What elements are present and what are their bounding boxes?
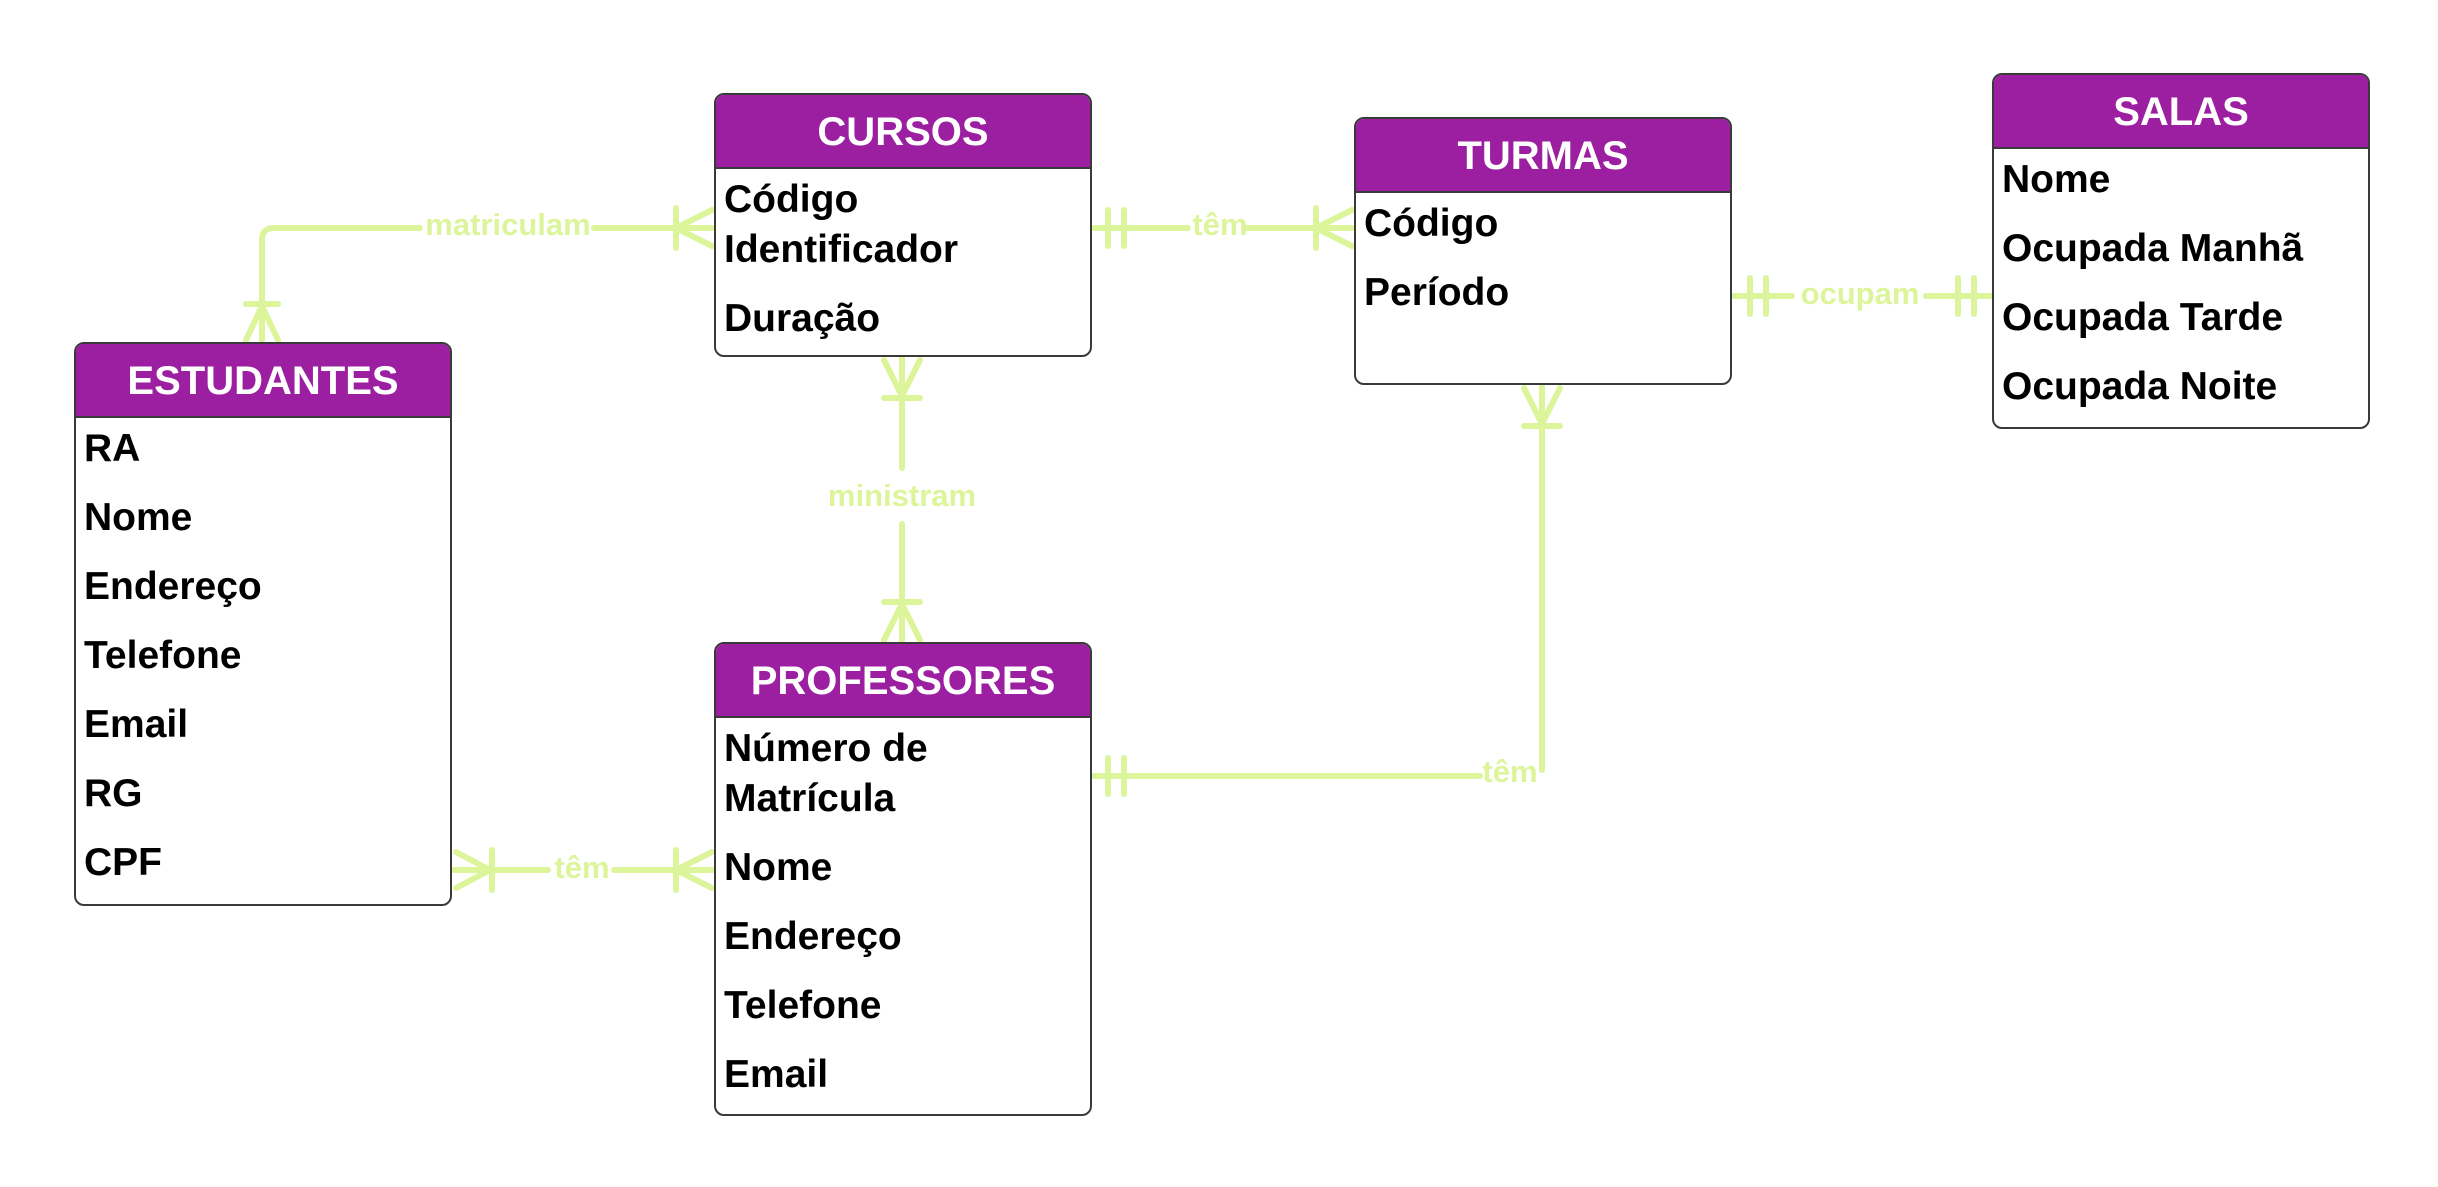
attribute-ocupada-manha: Ocupada Manhã: [2002, 227, 2304, 270]
entity-salas-title: SALAS: [1994, 75, 2368, 149]
attribute-telefone: Telefone: [724, 984, 882, 1027]
attribute-duracao: Duração: [724, 297, 881, 340]
relationship-label-cursos-turmas: têm: [1192, 207, 1247, 242]
attribute-ra: RA: [84, 427, 141, 470]
attribute-rg: RG: [84, 772, 143, 815]
attribute-nome: Nome: [2002, 158, 2111, 201]
connector-cursos-turmas: [1091, 205, 1355, 251]
entity-estudantes-title: ESTUDANTES: [76, 344, 450, 418]
connector-turmas-salas: [1731, 275, 1993, 317]
attribute-nome: Nome: [724, 846, 833, 889]
entity-turmas-title: TURMAS: [1356, 119, 1730, 193]
relationship-label-ocupam: ocupam: [1801, 276, 1920, 311]
attribute-codigo: Código: [1364, 202, 1499, 245]
attribute-endereco: Endereço: [84, 565, 262, 608]
entity-turmas[interactable]: TURMAS Código Período: [1354, 117, 1732, 385]
relationship-label-matriculam: matriculam: [425, 207, 590, 242]
entity-professores[interactable]: PROFESSORES Número de Matrícula Nome End…: [714, 642, 1092, 1116]
attribute-telefone: Telefone: [84, 634, 242, 677]
entity-cursos[interactable]: CURSOS Código Identificador Duração: [714, 93, 1092, 357]
connector-estudantes-cursos: [243, 205, 715, 343]
attribute-codigo-identificador: Código Identificador: [724, 178, 959, 271]
connector-professores-turmas: [1091, 383, 1563, 797]
attribute-ocupada-tarde: Ocupada Tarde: [2002, 296, 2284, 339]
attribute-ocupada-noite: Ocupada Noite: [2002, 365, 2278, 408]
entity-salas[interactable]: SALAS Nome Ocupada Manhã Ocupada Tarde O…: [1992, 73, 2370, 429]
entity-cursos-title: CURSOS: [716, 95, 1090, 169]
attribute-numero-de-matricula: Número de Matrícula: [724, 727, 928, 820]
attribute-email: Email: [724, 1053, 829, 1096]
entity-estudantes[interactable]: ESTUDANTES RA Nome Endereço Telefone Ema…: [74, 342, 452, 906]
relationship-label-ministram: ministram: [828, 478, 976, 513]
attribute-periodo: Período: [1364, 271, 1510, 314]
attribute-cpf: CPF: [84, 841, 162, 884]
attribute-endereco: Endereço: [724, 915, 902, 958]
attribute-nome: Nome: [84, 496, 193, 539]
attribute-email: Email: [84, 703, 189, 746]
connector-estudantes-professores: [451, 847, 715, 893]
entity-professores-title: PROFESSORES: [716, 644, 1090, 718]
relationship-label-professores-turmas: têm: [1482, 754, 1537, 789]
connector-cursos-professores: [881, 355, 923, 643]
relationship-label-estudantes-professores: têm: [554, 850, 609, 885]
